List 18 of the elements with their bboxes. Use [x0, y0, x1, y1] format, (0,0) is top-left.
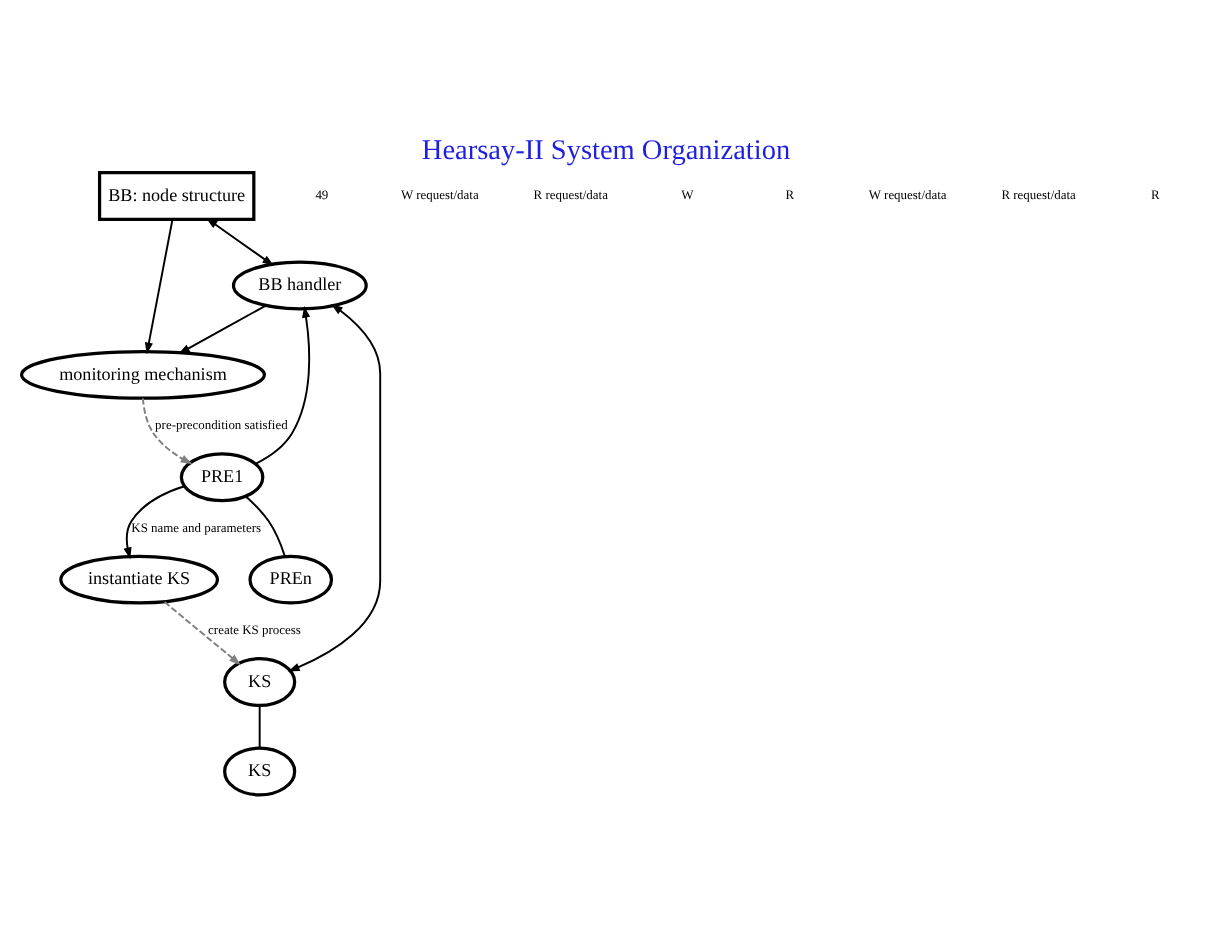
node-ellipse: BB handler	[231, 260, 368, 311]
arrow	[178, 304, 267, 355]
node-ellipse: instantiate KS	[59, 554, 219, 605]
arrow	[288, 304, 382, 672]
node-ellipse: PREn	[248, 554, 334, 605]
node-box: BB: node structure	[97, 171, 256, 221]
arrow	[206, 217, 274, 266]
connector	[244, 495, 286, 558]
arrow	[254, 306, 311, 465]
diagram-title: Hearsay-II System Organization	[421, 135, 791, 168]
node-ellipse: KS	[223, 657, 297, 707]
node-ellipse: KS	[223, 746, 297, 797]
arrow	[144, 218, 174, 355]
arrow	[123, 485, 186, 560]
connector	[258, 704, 261, 749]
arrow	[141, 397, 193, 465]
arrow	[163, 601, 241, 666]
node-ellipse: monitoring mechanism	[19, 349, 267, 400]
